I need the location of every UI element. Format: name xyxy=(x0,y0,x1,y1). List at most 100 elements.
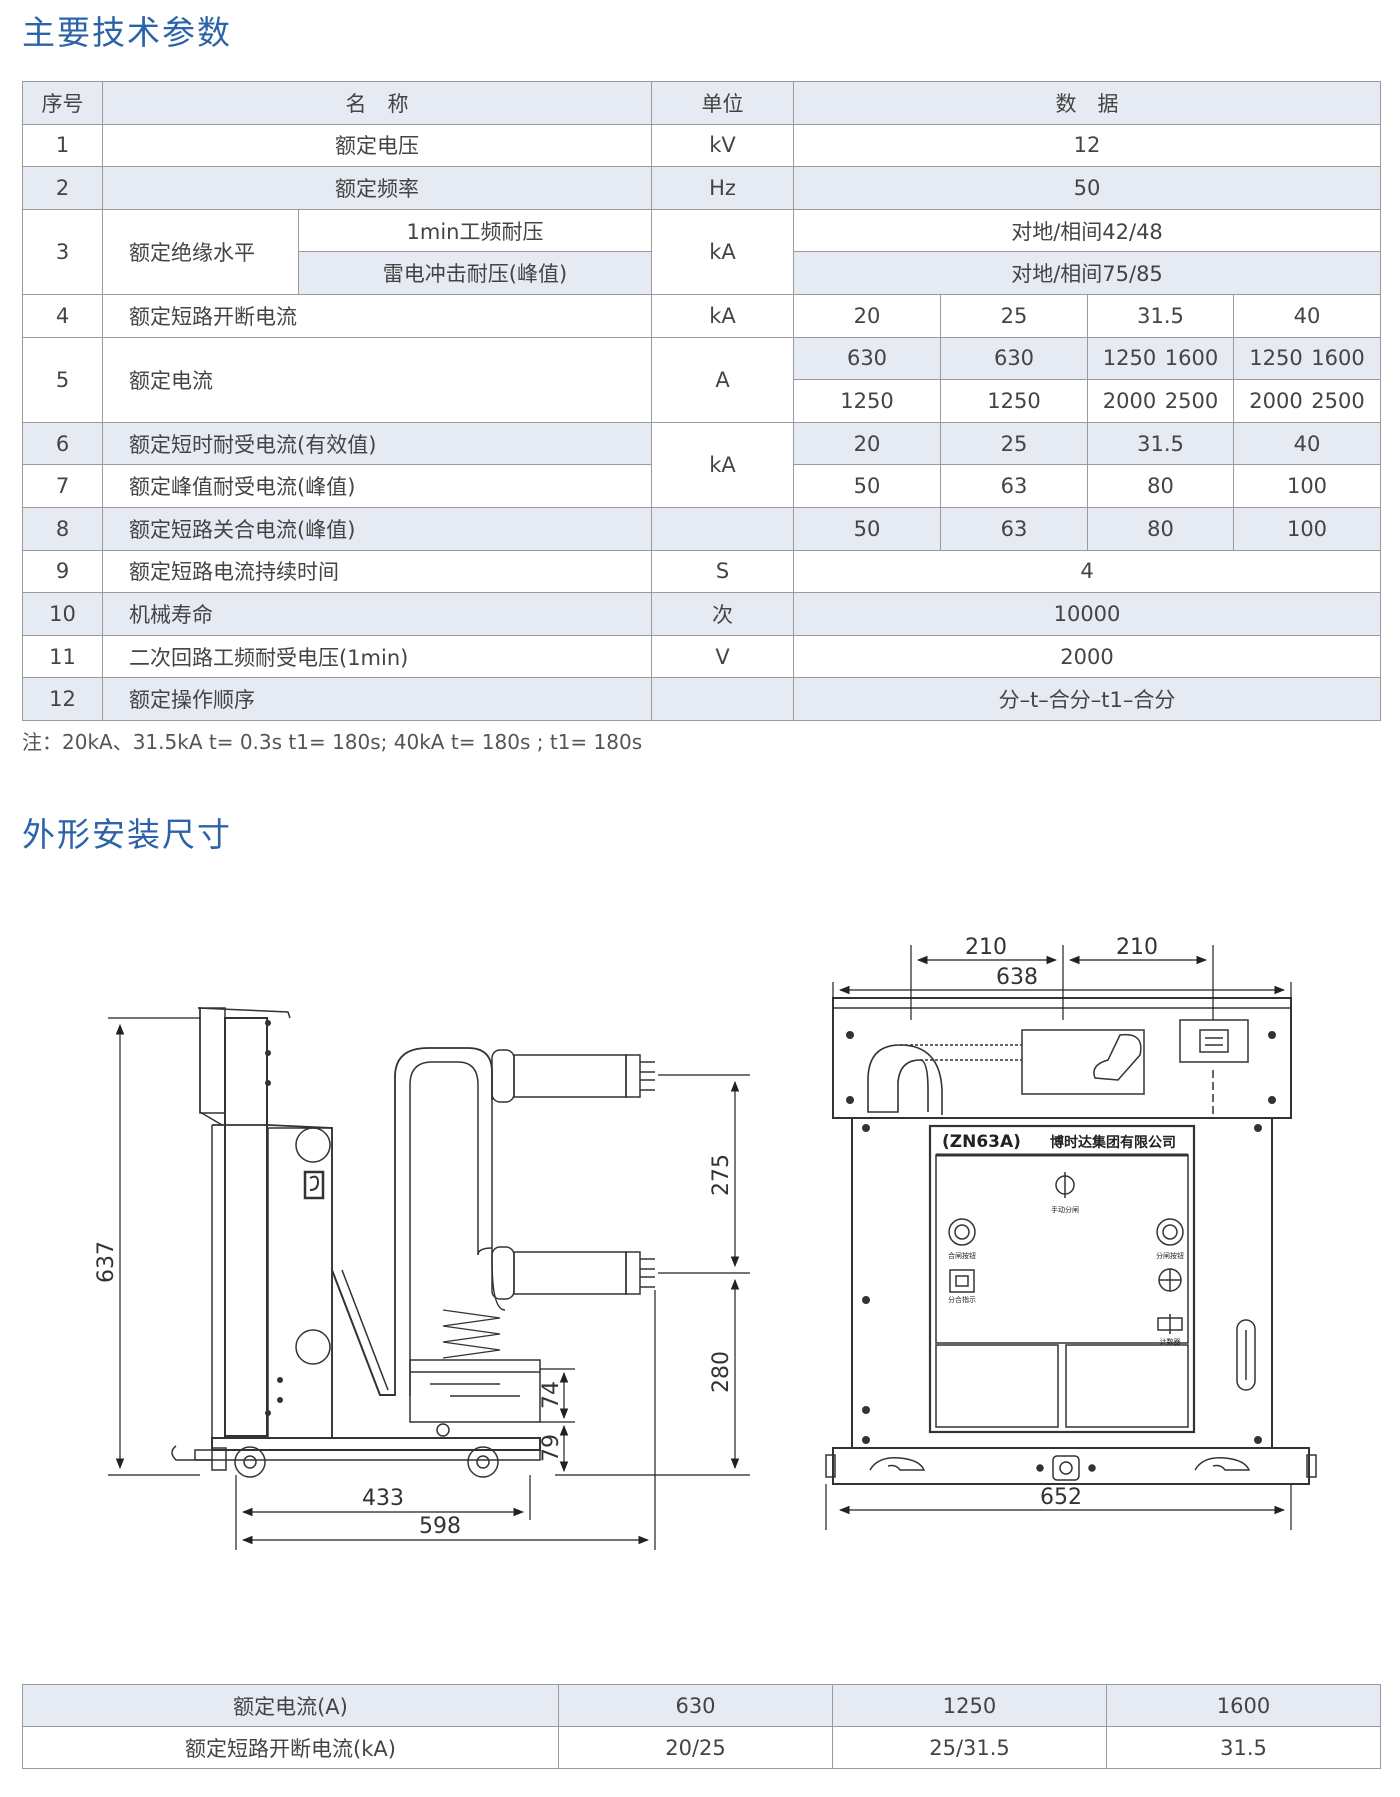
row-unit: kA xyxy=(651,208,794,295)
table-row: 12 额定操作顺序 分–t–合分–t1–合分 xyxy=(22,677,1381,721)
side-dimension-labels: 637 275 280 74 79 433 598 xyxy=(94,1154,734,1539)
row-label: 额定电流(A) xyxy=(22,1684,559,1727)
row-value: 1250 xyxy=(940,379,1088,423)
front-dimensions xyxy=(825,945,1292,1530)
row-subname: 1min工频耐压 xyxy=(298,208,652,253)
table-row: 3 额定绝缘水平 1min工频耐压 kA 对地/相间42/48 xyxy=(22,208,1381,295)
row-value: 63 xyxy=(940,464,1088,508)
label-indicator: 分合指示 xyxy=(948,1295,976,1304)
dimensions-title: 外形安装尺寸 xyxy=(22,815,232,854)
table-row: 额定电流(A) 630 1250 1600 xyxy=(22,1684,1381,1727)
row-value: 20 xyxy=(793,421,941,466)
row-value: 1600 xyxy=(1106,1684,1381,1727)
row-name: 额定短时耐受电流(有效值) xyxy=(102,421,652,466)
row-value: 25/31.5 xyxy=(832,1726,1107,1769)
row-name: 额定短路关合电流(峰值) xyxy=(102,506,652,551)
row-no: 3 xyxy=(22,208,103,295)
row-value: 1250 xyxy=(832,1684,1107,1727)
row-value: 63 xyxy=(940,506,1088,551)
dim-280: 280 xyxy=(709,1351,734,1393)
row-no: 2 xyxy=(22,166,103,210)
row-name: 额定短路开断电流 xyxy=(102,293,652,338)
header-no: 序号 xyxy=(22,81,103,125)
dimension-drawing: 637 275 280 74 79 433 598 xyxy=(94,935,1317,1550)
row-no: 9 xyxy=(22,549,103,594)
label-open: 分闸按钮 xyxy=(1156,1251,1184,1260)
row-no: 12 xyxy=(22,677,103,721)
dim-652: 652 xyxy=(1040,1485,1082,1510)
front-screws xyxy=(846,1031,1276,1444)
row-value: 31.5 xyxy=(1087,421,1234,466)
side-dimensions xyxy=(108,1017,750,1550)
dim-638: 638 xyxy=(996,965,1038,990)
row-name: 二次回路工频耐受电压(1min) xyxy=(102,634,652,679)
row-name: 额定电流 xyxy=(102,336,652,423)
row-value: 100 xyxy=(1233,464,1381,508)
dim-74: 74 xyxy=(539,1381,564,1409)
row-no: 5 xyxy=(22,336,103,423)
row-value: 630 xyxy=(558,1684,833,1727)
table-row: 6 额定短时耐受电流(有效值) kA 20 25 31.5 40 xyxy=(22,421,1381,508)
row-value: 对地/相间75/85 xyxy=(793,251,1381,295)
dim-79: 79 xyxy=(539,1434,564,1462)
table-row: 额定短路开断电流(kA) 20/25 25/31.5 31.5 xyxy=(22,1726,1381,1769)
footnote: 注：20kA、31.5kA t= 0.3s t1= 180s; 40kA t= … xyxy=(22,730,643,754)
front-dimension-labels: 210 210 638 652 xyxy=(965,935,1158,1510)
label-close: 合闸按钮 xyxy=(948,1251,976,1260)
table-row: 11 二次回路工频耐受电压(1min) V 2000 xyxy=(22,634,1381,679)
row-value: 100 xyxy=(1233,506,1381,551)
row-value: 630 xyxy=(940,336,1088,381)
row-value: 80 xyxy=(1087,506,1234,551)
row-no: 10 xyxy=(22,592,103,636)
dim-433: 433 xyxy=(362,1486,404,1511)
dim-210-left: 210 xyxy=(965,935,1007,960)
row-unit: 次 xyxy=(651,592,794,636)
row-value: 1250 xyxy=(793,379,941,423)
row-value: 20/25 xyxy=(558,1726,833,1769)
table-row: 8 额定短路关合电流(峰值) 50 63 80 100 xyxy=(22,506,1381,551)
model-label: (ZN63A) xyxy=(942,1132,1021,1152)
header-name: 名 称 xyxy=(102,81,652,125)
row-value: 20 xyxy=(793,293,941,338)
params-title: 主要技术参数 xyxy=(22,13,232,52)
row-unit: kA xyxy=(651,293,794,338)
row-value: 分–t–合分–t1–合分 xyxy=(793,677,1381,721)
row-value: 25 xyxy=(940,421,1088,466)
row-value: 40 xyxy=(1233,421,1381,466)
label-counter: 计数器 xyxy=(1160,1337,1181,1346)
row-unit: Hz xyxy=(651,166,794,210)
row-subname: 雷电冲击耐压(峰值) xyxy=(298,251,652,295)
dim-637: 637 xyxy=(94,1241,119,1283)
current-capacity-table: 额定电流(A) 630 1250 1600 额定短路开断电流(kA) 20/25… xyxy=(22,1684,1381,1769)
row-value: 对地/相间42/48 xyxy=(793,208,1381,253)
row-name: 额定绝缘水平 xyxy=(102,208,299,295)
row-value: 80 xyxy=(1087,464,1234,508)
header-unit: 单位 xyxy=(651,81,794,125)
row-value: 12 xyxy=(793,123,1381,168)
row-value: 50 xyxy=(793,166,1381,210)
row-no: 4 xyxy=(22,293,103,338)
table-row: 9 额定短路电流持续时间 S 4 xyxy=(22,549,1381,594)
row-unit: S xyxy=(651,549,794,594)
row-value: 10000 xyxy=(793,592,1381,636)
row-value: 40 xyxy=(1233,293,1381,338)
front-panel-text: (ZN63A) 博时达集团有限公司 手动分闸 合闸按钮 分闸按钮 分合指示 计数… xyxy=(942,1132,1184,1346)
row-no: 1 xyxy=(22,123,103,168)
maker-label: 博时达集团有限公司 xyxy=(1050,1134,1176,1151)
dim-210-right: 210 xyxy=(1116,935,1158,960)
row-no: 8 xyxy=(22,506,103,551)
row-no: 7 xyxy=(22,464,103,508)
table-header-row: 序号 名 称 单位 数 据 xyxy=(22,81,1381,125)
row-value: 31.5 xyxy=(1106,1726,1381,1769)
side-view xyxy=(171,1007,655,1478)
row-name: 额定操作顺序 xyxy=(102,677,652,721)
table-row: 1 额定电压 kV 12 xyxy=(22,123,1381,168)
row-unit: A xyxy=(651,336,794,423)
row-name: 额定频率 xyxy=(102,166,652,210)
front-view xyxy=(825,997,1317,1485)
row-value: 25 xyxy=(940,293,1088,338)
